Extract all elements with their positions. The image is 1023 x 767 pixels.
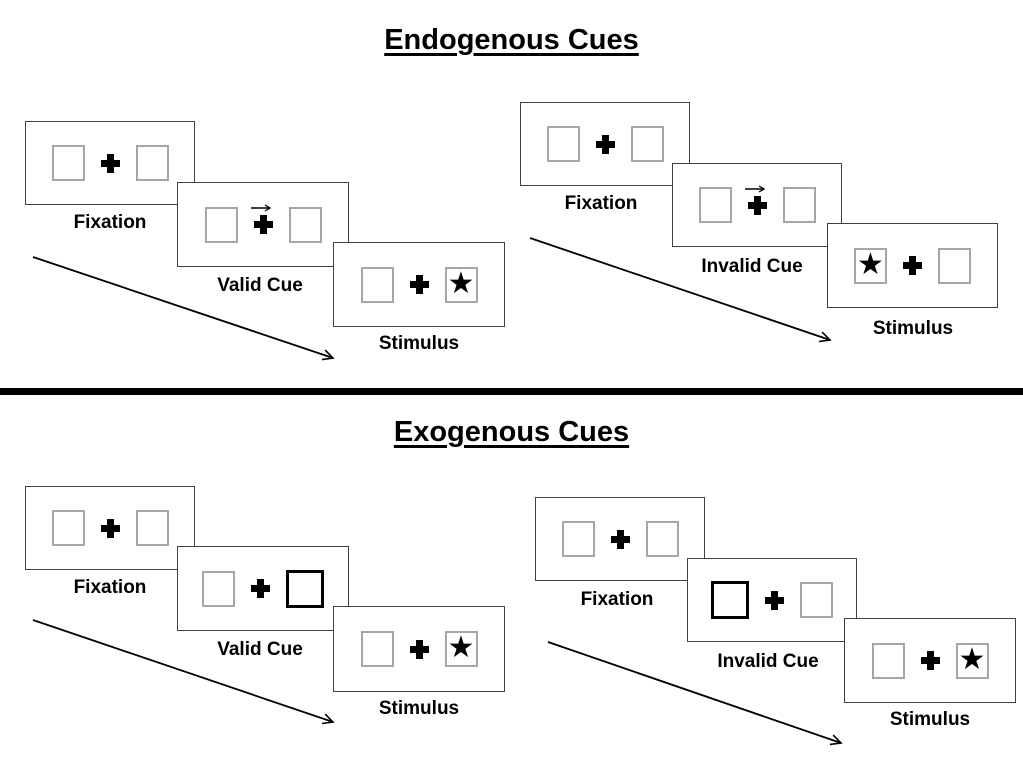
fixation-cross-icon [253,215,273,234]
cue-arrow-right-icon [251,204,272,212]
step-label-valid-cue: Valid Cue [217,275,303,296]
section-title-endogenous: Endogenous Cues [384,24,639,56]
left-box [546,126,580,162]
endo-invalid-stimulus-card: ★ [827,223,998,308]
left-box [561,521,595,557]
step-label-fixation: Fixation [73,577,147,598]
cue-area [745,184,767,215]
step-label-stimulus: Stimulus [378,698,460,719]
fixation-cross-icon [610,529,630,549]
right-box [288,206,322,243]
fixation-cross-icon [595,134,615,154]
exo-invalid-stimulus-card: ★ [844,618,1016,703]
sequence-arrow [32,619,335,725]
step-label-invalid-cue: Invalid Cue [701,256,803,277]
left-box [204,206,238,243]
exo-invalid-cue-card [687,558,857,642]
cue-area [251,204,273,234]
right-box [135,145,169,181]
endo-valid-fixation-card [25,121,195,205]
right-box [938,247,971,284]
step-label-stimulus: Stimulus [872,318,954,339]
step-label-invalid-cue: Invalid Cue [717,651,819,672]
left-box [202,570,235,607]
star-stimulus-icon: ★ [958,641,986,677]
step-label-stimulus: Stimulus [889,709,971,730]
right-box [630,126,664,162]
endo-invalid-fixation-card [520,102,690,186]
right-box [135,510,169,546]
left-box [698,187,732,223]
endo-valid-stimulus-card: ★ [333,242,505,327]
step-label-fixation: Fixation [73,212,147,233]
step-label-fixation: Fixation [564,193,638,214]
fixation-cross-icon [747,195,767,215]
right-box: ★ [444,265,478,303]
step-label-valid-cue: Valid Cue [217,639,303,660]
fixation-cross-icon [765,590,784,610]
fixation-cross-icon [100,153,120,173]
right-box-cue-highlight [286,569,324,608]
right-box [782,187,816,223]
sequence-arrow [529,237,832,343]
sequence-arrow [32,256,335,361]
left-box-cue-highlight [711,581,749,619]
exo-invalid-fixation-card [535,497,705,581]
right-box: ★ [955,641,989,679]
star-stimulus-icon: ★ [447,630,475,665]
fixation-cross-icon [409,639,429,659]
left-box [51,145,85,181]
step-label-stimulus: Stimulus [378,333,460,354]
left-box [360,631,394,667]
exo-valid-stimulus-card: ★ [333,606,505,692]
star-stimulus-icon: ★ [857,246,884,282]
endo-invalid-cue-card [672,163,842,247]
star-stimulus-icon: ★ [447,265,475,301]
fixation-cross-icon [409,275,429,294]
left-box [871,642,905,679]
right-box [800,582,833,618]
fixation-cross-icon [920,651,940,670]
right-box: ★ [444,630,478,667]
fixation-cross-icon [251,579,270,598]
step-label-fixation: Fixation [580,589,654,610]
endo-valid-cue-card [177,182,349,267]
section-title-exogenous: Exogenous Cues [393,416,630,448]
fixation-cross-icon [100,518,120,538]
left-box [51,510,85,546]
cue-arrow-right-icon [745,184,766,193]
right-box [645,521,679,557]
section-divider [0,388,1023,395]
exo-valid-cue-card [177,546,349,631]
left-box: ★ [854,246,887,284]
left-box [360,266,394,303]
sequence-arrow [547,641,843,746]
exo-valid-fixation-card [25,486,195,570]
fixation-cross-icon [903,256,922,275]
